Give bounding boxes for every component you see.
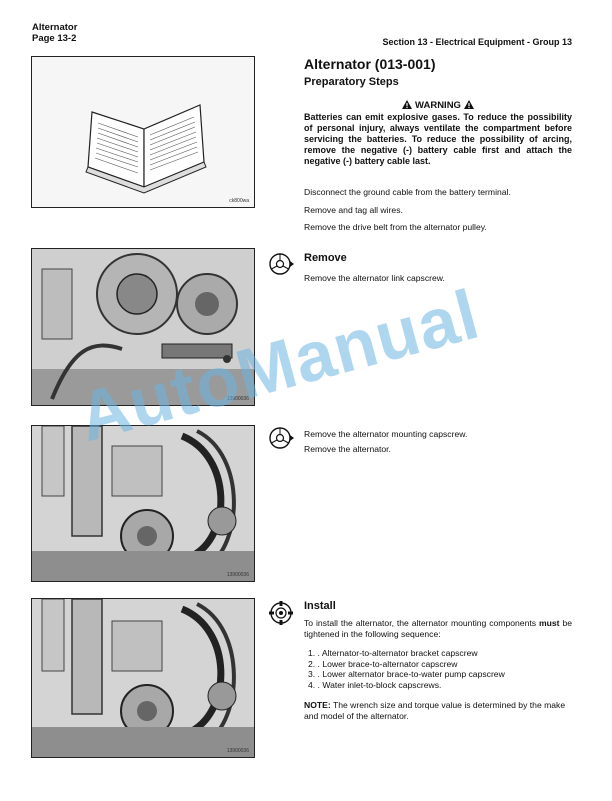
list-item: 3. . Lower alternator brace-to-water pum…	[308, 669, 505, 679]
note-text: The wrench size and torque value is dete…	[304, 700, 566, 721]
engine-belts-photo	[32, 426, 254, 581]
install-intro: To install the alternator, the alternato…	[304, 618, 572, 640]
remove-wrench-icon	[269, 253, 294, 275]
header-chapter: Alternator	[32, 22, 78, 33]
prep-step: Remove the drive belt from the alternato…	[304, 222, 487, 232]
warning-triangle-icon	[463, 100, 474, 109]
install-intro-text: To install the alternator, the alternato…	[304, 618, 539, 628]
figure-alternator-link: 13900036	[31, 248, 255, 406]
engine-alternator-photo	[32, 249, 254, 405]
remove-step: Remove the alternator mounting capscrew.	[304, 429, 468, 439]
running-header-right: Section 13 - Electrical Equipment - Grou…	[382, 37, 572, 47]
engine-install-photo	[32, 599, 254, 757]
figure-alternator-install: 13900036	[31, 598, 255, 758]
install-intro-text: be tightened in the following sequence:	[304, 618, 573, 639]
manual-book-illustration	[32, 57, 254, 207]
figure-id: 13900036	[226, 572, 249, 578]
remove-wrench-icon	[269, 427, 294, 449]
figure-manual-book: ck800wa	[31, 56, 255, 208]
running-header-left: Alternator Page 13-2	[32, 22, 77, 44]
remove-step: Remove the alternator.	[304, 444, 391, 454]
figure-id: 13900036	[226, 396, 249, 402]
install-heading: Install	[304, 600, 336, 612]
remove-heading: Remove	[304, 252, 347, 264]
figure-id: ck800wa	[229, 198, 249, 204]
page-title: Alternator (013-001)	[304, 56, 436, 72]
figure-id: 13900036	[226, 748, 249, 754]
warning-label: WARNING	[415, 100, 461, 111]
prep-step: Remove and tag all wires.	[304, 205, 403, 215]
install-sequence-list: 1. . Alternator-to-alternator bracket ca…	[308, 648, 572, 690]
remove-step: Remove the alternator link capscrew.	[304, 273, 445, 283]
install-gear-icon	[269, 601, 293, 625]
install-intro-emphasis: must	[538, 618, 560, 628]
header-page-number: Page 13-2	[32, 33, 77, 44]
preparatory-steps-heading: Preparatory Steps	[304, 76, 399, 88]
note-label: NOTE:	[304, 700, 331, 710]
install-note: NOTE: The wrench size and torque value i…	[304, 700, 572, 722]
warning-triangle-icon	[402, 100, 413, 109]
list-item: 2. . Lower brace-to-alternator capscrew	[308, 658, 458, 669]
prep-step: Disconnect the ground cable from the bat…	[304, 187, 511, 197]
list-item: 1. . Alternator-to-alternator bracket ca…	[308, 648, 478, 658]
list-item: 4. . Water inlet-to-block capscrews.	[308, 679, 442, 690]
figure-alternator-mounting: 13900036	[31, 425, 255, 582]
warning-text: Batteries can emit explosive gases. To r…	[304, 112, 572, 166]
warning-heading: WARNING	[304, 100, 572, 111]
